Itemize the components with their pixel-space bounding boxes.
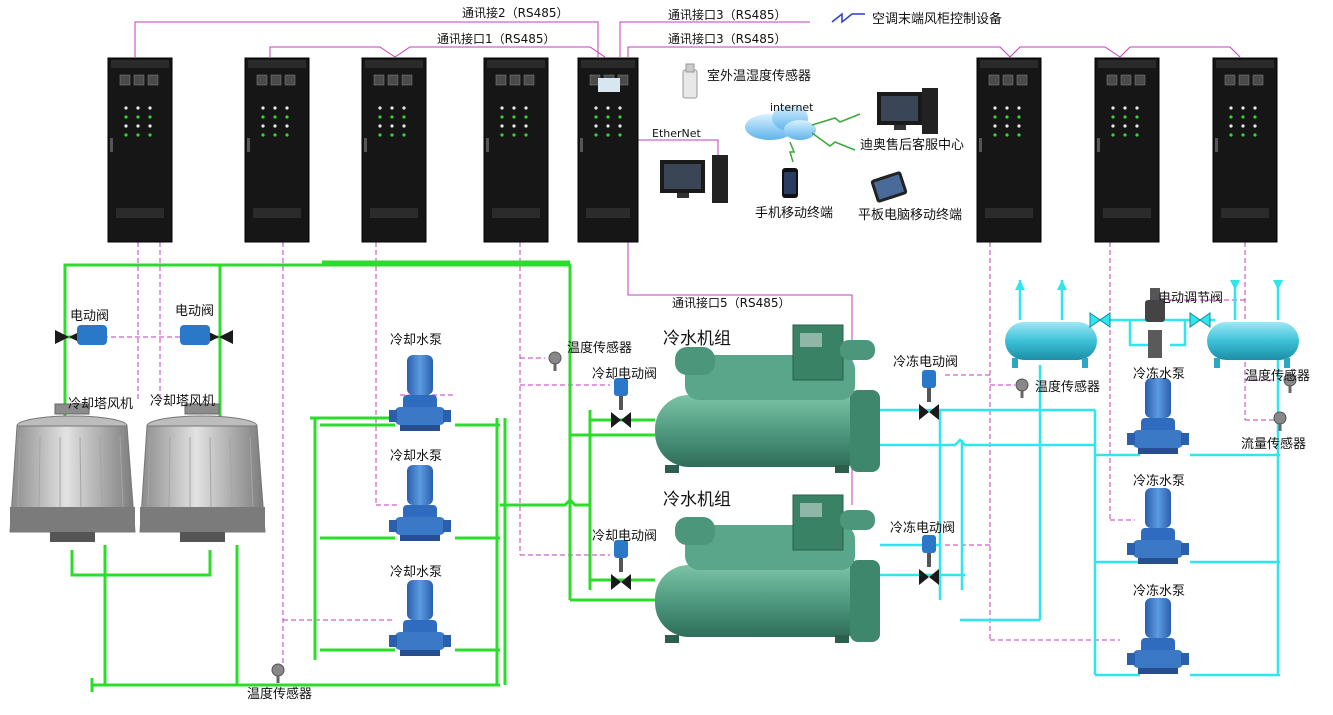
label-temp-sensor-chilled: 温度传感器 bbox=[1035, 379, 1100, 395]
water-pump-6 bbox=[1127, 598, 1189, 674]
sensor-2 bbox=[271, 663, 285, 683]
diagram-labels: 通讯接2（RS485） 通讯接口1（RS485） 通讯接口3（RS485） 通讯接口3… bbox=[68, 5, 1310, 702]
chiller-unit-2 bbox=[655, 494, 880, 643]
label-chilled-pump-3: 冷冻水泵 bbox=[1133, 583, 1185, 599]
computer-ethernet-icon bbox=[660, 155, 728, 203]
wireless-icon bbox=[831, 12, 865, 24]
control-cabinet-8 bbox=[1212, 57, 1278, 243]
label-cooling-pump-2: 冷却水泵 bbox=[390, 449, 442, 464]
water-pump-1 bbox=[389, 355, 451, 431]
control-cabinet-7 bbox=[1094, 57, 1160, 243]
label-chilled-pump-2: 冷冻水泵 bbox=[1133, 473, 1185, 489]
sensor-5 bbox=[1273, 411, 1287, 431]
electric-valve-4 bbox=[919, 535, 939, 585]
label-tower-fan-left: 冷却塔风机 bbox=[68, 397, 133, 412]
electric-valve-2 bbox=[611, 540, 631, 590]
label-cooling-valve-1: 冷却电动阀 bbox=[592, 367, 657, 382]
label-cooling-pump-1: 冷却水泵 bbox=[390, 333, 442, 348]
label-ahu-control: 空调末端风柜控制设备 bbox=[872, 11, 1002, 27]
control-cabinet-6 bbox=[976, 57, 1042, 243]
butterfly-valve-icons bbox=[1089, 312, 1211, 328]
control-cabinet-1 bbox=[107, 57, 173, 243]
flow-arrows bbox=[1015, 280, 1283, 290]
label-service-center: 迪奥售后客服中心 bbox=[860, 137, 964, 153]
motor-valve-left-icon bbox=[55, 325, 107, 345]
label-comm-port3-bottom: 通讯接口3（RS485） bbox=[668, 31, 787, 46]
label-chilled-pump-1: 冷冻水泵 bbox=[1133, 366, 1185, 382]
label-temp-sensor-right: 温度传感器 bbox=[1245, 368, 1310, 384]
motor-valve-right-icon bbox=[180, 325, 233, 345]
mobile-phone-icon bbox=[782, 168, 798, 198]
chillers bbox=[655, 324, 880, 643]
label-internet: internet bbox=[770, 101, 814, 114]
internet-cloud-icon bbox=[745, 105, 861, 163]
control-cabinet-3 bbox=[361, 57, 427, 243]
label-comm-port3-top: 通讯接口3（RS485） bbox=[668, 7, 787, 22]
header-tank-right bbox=[1207, 322, 1299, 368]
label-cooling-pump-3: 冷却水泵 bbox=[390, 565, 442, 580]
signal-dashed-lines bbox=[95, 242, 1290, 670]
label-regulating-valve: 电动调节阀 bbox=[1158, 291, 1223, 306]
electric-valves bbox=[611, 370, 939, 590]
label-chilled-valve-1: 冷冻电动阀 bbox=[893, 354, 958, 370]
label-outdoor-sensor: 室外温湿度传感器 bbox=[707, 68, 811, 84]
water-pump-2 bbox=[389, 465, 451, 541]
label-chilled-valve-2: 冷冻电动阀 bbox=[890, 520, 955, 536]
label-temp-sensor-bottom: 温度传感器 bbox=[247, 686, 312, 702]
label-tablet-terminal: 平板电脑移动终端 bbox=[858, 207, 962, 223]
label-temp-sensor-top: 温度传感器 bbox=[567, 340, 632, 356]
label-ethernet: EtherNet bbox=[652, 127, 702, 140]
cooling-tower-2 bbox=[139, 403, 266, 542]
regulating-valve-icon bbox=[1145, 288, 1165, 358]
water-pump-4 bbox=[1127, 378, 1189, 454]
label-tower-fan-right: 冷却塔风机 bbox=[150, 394, 215, 409]
sensor-4 bbox=[1283, 373, 1297, 393]
controller-display bbox=[598, 78, 620, 92]
label-comm-port5: 通讯接口5（RS485） bbox=[672, 295, 791, 310]
water-pump-5 bbox=[1127, 488, 1189, 564]
label-chiller-1: 冷水机组 bbox=[663, 329, 731, 349]
control-cabinet-2 bbox=[244, 57, 310, 243]
electric-valve-3 bbox=[919, 370, 939, 420]
cooling-tower-1 bbox=[9, 403, 136, 542]
label-comm-port1: 通讯接口1（RS485） bbox=[437, 31, 556, 46]
label-flow-sensor: 流量传感器 bbox=[1241, 436, 1306, 452]
outdoor-sensor-device bbox=[682, 63, 698, 99]
control-cabinets bbox=[107, 57, 1278, 243]
electric-valve-1 bbox=[611, 378, 631, 428]
sensor-1 bbox=[548, 351, 562, 371]
water-pump-3 bbox=[389, 580, 451, 656]
temperature-sensors bbox=[271, 351, 1297, 683]
computer-service-center-icon bbox=[877, 88, 938, 134]
header-tank-left bbox=[1005, 322, 1097, 368]
signal-lines bbox=[134, 21, 1241, 505]
label-cooling-valve-2: 冷却电动阀 bbox=[592, 529, 657, 544]
cooling-towers bbox=[9, 403, 266, 542]
label-chiller-2: 冷水机组 bbox=[663, 490, 731, 510]
control-cabinet-4 bbox=[483, 57, 549, 243]
pumps bbox=[389, 355, 1189, 674]
tablet-icon bbox=[870, 171, 908, 203]
label-motor-valve-left: 电动阀 bbox=[70, 309, 109, 324]
label-motor-valve-right: 电动阀 bbox=[175, 304, 214, 319]
chiller-unit-1 bbox=[655, 324, 880, 473]
sensor-3 bbox=[1015, 378, 1029, 398]
label-comm-port2: 通讯接2（RS485） bbox=[462, 5, 569, 20]
label-mobile-terminal: 手机移动终端 bbox=[755, 205, 833, 221]
